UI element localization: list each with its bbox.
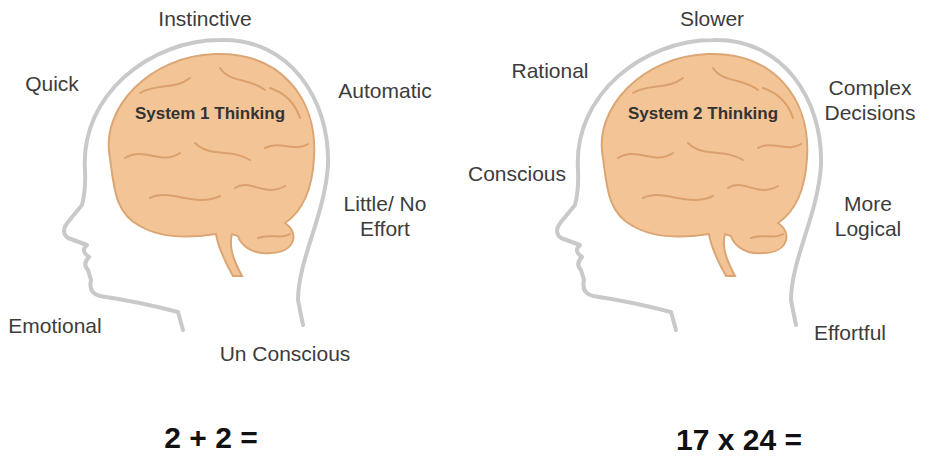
brain-fold [643, 195, 713, 200]
brain-fold [265, 144, 308, 148]
brain-fold [751, 234, 783, 238]
brain-outline [593, 48, 813, 280]
head-outline [64, 40, 328, 330]
trait-label: Little/ No Effort [338, 191, 433, 241]
trait-label: Effortful [814, 320, 886, 345]
trait-label: Quick [25, 71, 79, 96]
brain-fold [633, 78, 683, 93]
brain-fold [125, 153, 180, 158]
brain-fold [235, 185, 285, 190]
equation-text: 2 + 2 = [164, 420, 257, 456]
brain-shape: System 1 Thinking [100, 48, 320, 280]
trait-label: Un Conscious [220, 341, 351, 366]
trait-label: Conscious [468, 161, 566, 186]
brain-fold [618, 153, 673, 158]
brain-body [109, 54, 315, 276]
brain-shape: System 2 Thinking [593, 48, 813, 280]
brain-fold [220, 68, 265, 90]
brain-fold [713, 68, 758, 90]
brain-title: System 2 Thinking [593, 102, 813, 126]
brain-fold [258, 234, 290, 238]
equation-text: 17 x 24 = [676, 422, 802, 458]
brain-fold [728, 185, 778, 190]
head-outline [557, 40, 821, 330]
brain-body [602, 54, 808, 276]
brain-fold [150, 195, 220, 200]
brain-outline [100, 48, 320, 280]
trait-label: Rational [511, 58, 588, 83]
brain-fold [195, 143, 250, 160]
brain-fold [688, 143, 743, 160]
trait-label: More Logical [821, 191, 916, 241]
brain-fold [758, 144, 801, 148]
brain-title: System 1 Thinking [100, 102, 320, 126]
trait-label: Slower [680, 6, 744, 31]
trait-label: Emotional [8, 313, 101, 338]
trait-label: Instinctive [158, 6, 251, 31]
trait-label: Complex Decisions [816, 75, 924, 125]
trait-label: Automatic [338, 78, 431, 103]
brain-fold [140, 78, 190, 93]
